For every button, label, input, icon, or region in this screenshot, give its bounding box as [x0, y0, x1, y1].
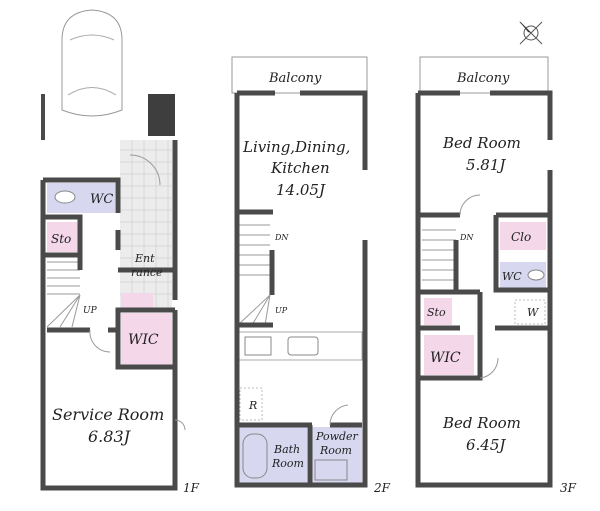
pillar — [148, 94, 175, 136]
label-entrance-2: rance — [131, 266, 163, 279]
label-sto: Sto — [427, 306, 446, 319]
label-wic: WIC — [430, 350, 461, 366]
label-ldk-1: Living,Dining, — [242, 138, 350, 156]
label-dn: DN — [274, 233, 289, 242]
clo-room — [500, 222, 546, 250]
label-service-room: Service Room — [52, 405, 164, 424]
label-up: UP — [83, 306, 98, 316]
label-bath-2: Room — [271, 457, 304, 470]
sto-room — [424, 298, 452, 325]
label-service-room-size: 6.83J — [88, 427, 132, 446]
label-bath-1: Bath — [273, 443, 300, 456]
label-wc: WC — [502, 270, 522, 283]
stairs-icon — [46, 261, 81, 328]
label-sto: Sto — [51, 232, 71, 246]
floor-label-2f: 2F — [373, 481, 391, 495]
bath-room — [239, 427, 307, 483]
label-bedroom-2: Bed Room — [442, 414, 521, 432]
label-bedroom-2-size: 6.45J — [466, 436, 506, 454]
toilet-icon — [54, 190, 76, 204]
stairs-icon — [237, 224, 271, 326]
floor-3f: Balcony Bed Room 5.81J DN Clo WC Sto W W… — [415, 56, 577, 495]
stove-icon — [244, 336, 272, 356]
north-arrow-icon — [519, 21, 543, 45]
floor-1f: WC Sto Ent rance UP WIC Service Room 6.8… — [40, 9, 200, 495]
label-entrance-1: Ent — [134, 252, 155, 265]
label-clo: Clo — [511, 230, 531, 244]
label-bedroom-1-size: 5.81J — [466, 156, 506, 174]
entrance-tiles — [120, 140, 172, 310]
floor-2f: Balcony Living,Dining, Kitchen 14.05J DN… — [231, 56, 391, 495]
label-wic: WIC — [128, 332, 159, 348]
label-ldk-2: Kitchen — [270, 159, 330, 177]
label-bedroom-1: Bed Room — [442, 134, 521, 152]
stairs-icon — [422, 229, 456, 281]
label-powder-2: Room — [319, 444, 352, 457]
label-dn: DN — [459, 233, 474, 242]
label-w: W — [527, 306, 540, 319]
sto-room — [47, 222, 78, 252]
label-ldk-size: 14.05J — [276, 181, 326, 199]
label-balcony-3f: Balcony — [456, 71, 510, 86]
label-wc: WC — [90, 192, 113, 207]
wic-room — [424, 335, 474, 375]
floor-label-3f: 3F — [560, 481, 577, 495]
label-up: UP — [275, 306, 288, 315]
label-powder-1: Powder — [315, 430, 359, 443]
wic-room — [121, 313, 172, 365]
sink-icon — [287, 336, 319, 356]
label-balcony-2f: Balcony — [268, 71, 322, 86]
powder-room — [312, 427, 362, 483]
label-r: R — [248, 399, 257, 412]
floor-label-1f: 1F — [183, 481, 200, 495]
car-icon — [61, 9, 123, 117]
